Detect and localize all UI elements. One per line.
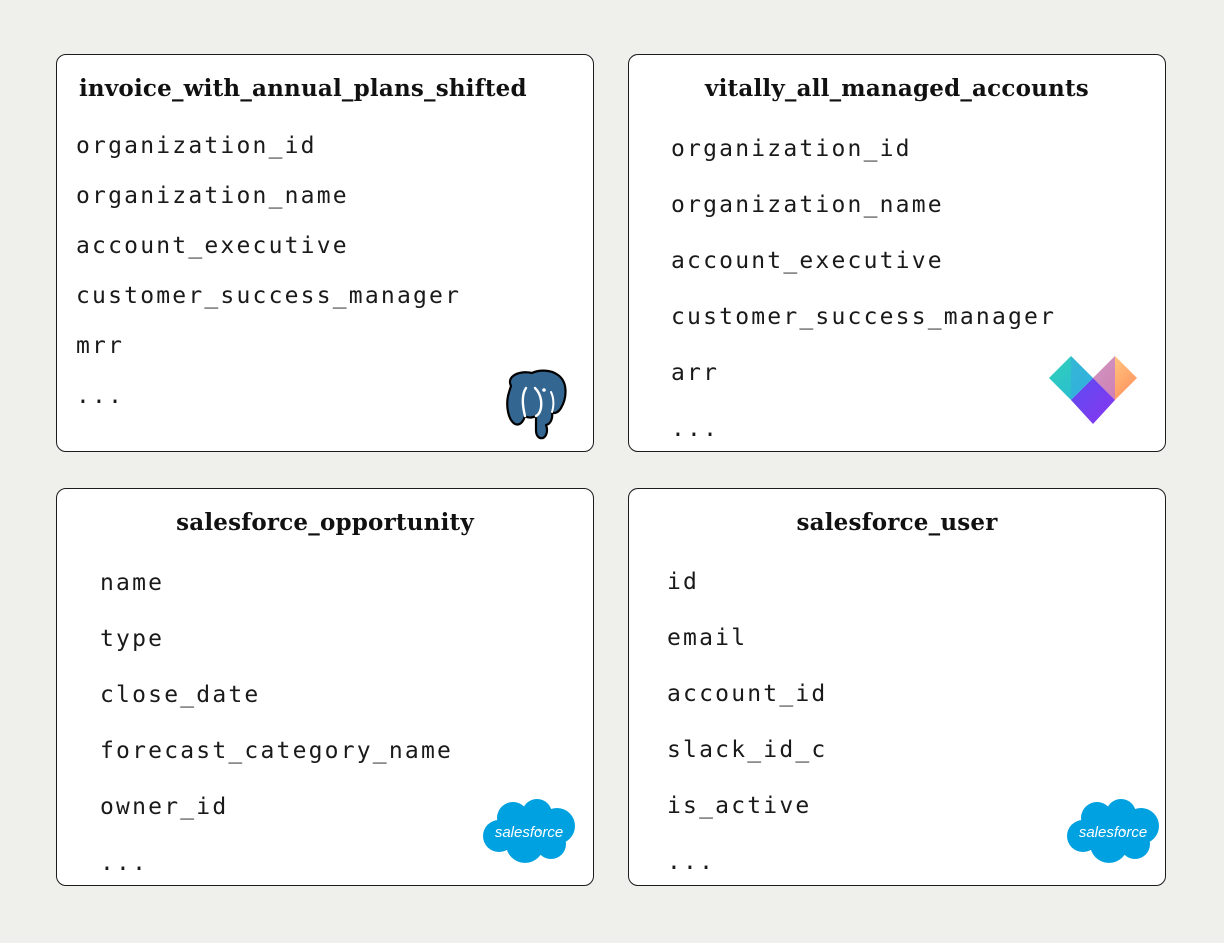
field-item: organization_id: [671, 136, 912, 162]
field-list: id email account_id slack_id_c is_active…: [667, 567, 827, 903]
field-item: id: [667, 569, 700, 595]
field-item: arr: [671, 360, 720, 386]
salesforce-logo-text: salesforce: [495, 824, 563, 841]
postgresql-elephant-icon: [498, 368, 570, 440]
field-list: name type close_date forecast_category_n…: [100, 568, 453, 904]
field-item: email: [667, 625, 748, 651]
field-item: customer_success_manager: [671, 304, 1057, 330]
salesforce-cloud-icon: salesforce: [481, 798, 577, 866]
field-item: owner_id: [100, 794, 229, 820]
field-item: account_executive: [76, 233, 349, 259]
salesforce-cloud-icon: salesforce: [1065, 798, 1161, 866]
field-list: organization_id organization_name accoun…: [671, 134, 1056, 470]
field-item: ...: [100, 850, 149, 876]
field-item: ...: [76, 383, 125, 409]
field-item: slack_id_c: [667, 737, 828, 763]
field-item: mrr: [76, 333, 125, 359]
field-item: ...: [671, 416, 720, 442]
field-item: account_executive: [671, 248, 944, 274]
field-item: ...: [667, 849, 716, 875]
table-card-salesforce-opportunity: salesforce_opportunity name type close_d…: [56, 488, 594, 886]
field-item: organization_name: [76, 183, 349, 209]
field-item: name: [100, 570, 165, 596]
field-item: type: [100, 626, 165, 652]
field-item: organization_name: [671, 192, 944, 218]
table-title: invoice_with_annual_plans_shifted: [79, 75, 527, 102]
salesforce-logo-text: salesforce: [1079, 824, 1147, 841]
table-title: salesforce_opportunity: [176, 509, 474, 536]
table-card-vitally: vitally_all_managed_accounts organizatio…: [628, 54, 1166, 452]
table-title: salesforce_user: [796, 509, 998, 536]
field-list: organization_id organization_name accoun…: [76, 131, 461, 431]
table-card-salesforce-user: salesforce_user id email account_id slac…: [628, 488, 1166, 886]
field-item: close_date: [100, 682, 261, 708]
field-item: customer_success_manager: [76, 283, 462, 309]
field-item: organization_id: [76, 133, 317, 159]
table-card-invoice: invoice_with_annual_plans_shifted organi…: [56, 54, 594, 452]
vitally-icon: [1045, 352, 1141, 428]
field-item: account_id: [667, 681, 828, 707]
field-item: forecast_category_name: [100, 738, 454, 764]
field-item: is_active: [667, 793, 812, 819]
table-title: vitally_all_managed_accounts: [705, 75, 1089, 102]
